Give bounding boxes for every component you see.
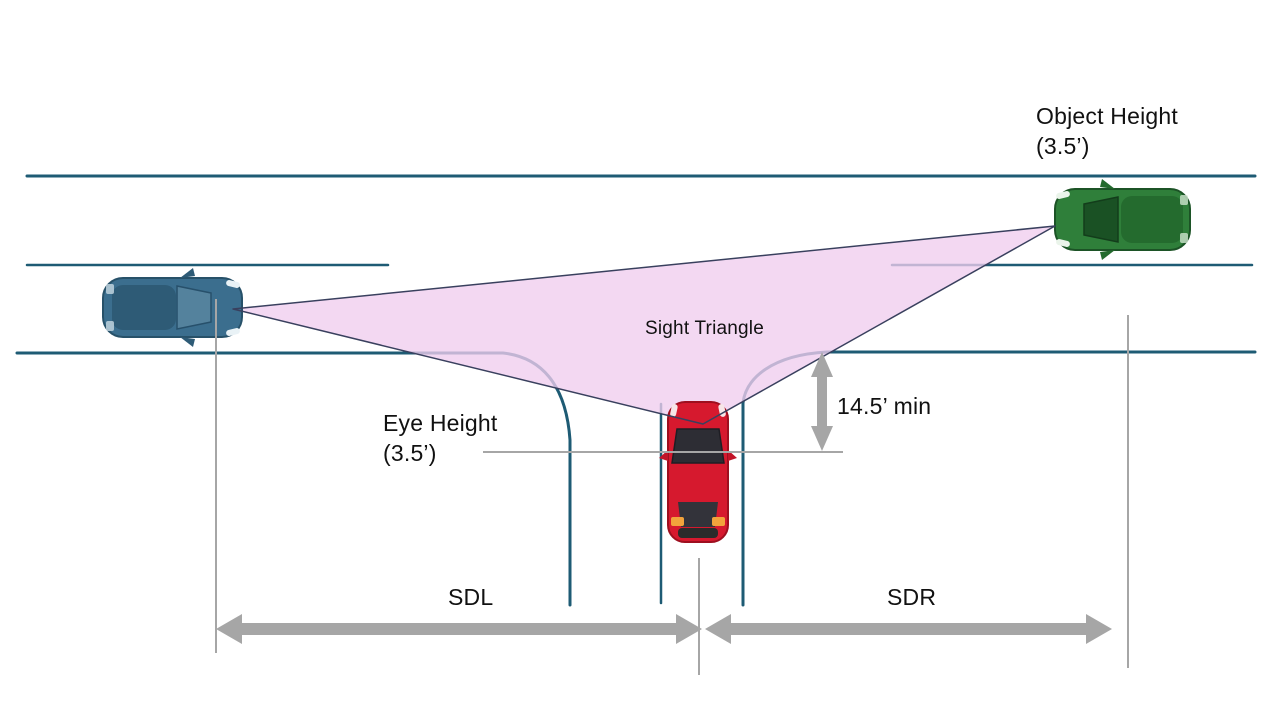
clearance-arrowhead-bottom xyxy=(811,426,833,451)
sdr-arrow-shaft xyxy=(731,623,1086,635)
blue-car-icon xyxy=(102,268,243,347)
green-car-icon xyxy=(1054,179,1191,260)
eye-height-line1: Eye Height xyxy=(383,410,498,436)
blue-car-taillight-bottom xyxy=(106,321,114,331)
red-car-taillight-left xyxy=(671,517,684,526)
blue-car-mirror-top xyxy=(180,268,195,278)
red-car-headlight-left xyxy=(670,404,678,417)
sight-triangle-fill xyxy=(233,226,1055,424)
red-car-rear-bumper xyxy=(678,528,718,538)
green-car-mirror-bottom xyxy=(1100,250,1115,260)
sdr-label: SDR xyxy=(887,584,937,610)
green-car-headlight-bottom xyxy=(1056,239,1070,247)
blue-car-headlight-top xyxy=(226,280,240,288)
eye-height-line2: (3.5’) xyxy=(383,440,437,466)
red-car-icon xyxy=(659,401,737,543)
sdl-label: SDL xyxy=(448,584,494,610)
red-car-rear-window xyxy=(678,502,718,527)
red-car-windshield xyxy=(671,428,725,464)
object-height-line2: (3.5’) xyxy=(1036,133,1090,159)
green-car-taillight-bottom xyxy=(1180,233,1188,243)
green-car-headlight-top xyxy=(1056,191,1070,199)
road-bottom-edge-left-with-curb-return xyxy=(15,351,572,607)
sight-triangle-label: Sight Triangle xyxy=(645,318,764,339)
dimension-arrows xyxy=(216,352,1112,644)
sdl-arrow-shaft xyxy=(240,623,678,635)
green-car-mirror-top xyxy=(1100,179,1115,189)
object-height-line1: Object Height xyxy=(1036,103,1178,129)
blue-car-mirror-bottom xyxy=(180,337,195,347)
sdr-arrowhead-right xyxy=(1086,614,1112,644)
sdl-arrowhead-left xyxy=(216,614,242,644)
green-car-windshield xyxy=(1083,196,1119,243)
clearance-arrowhead-top xyxy=(811,352,833,377)
reference-lines xyxy=(215,299,1129,675)
blue-car-roof xyxy=(112,285,176,330)
green-car-roof xyxy=(1121,196,1183,243)
sdl-arrowhead-right xyxy=(676,614,702,644)
green-car-taillight-top xyxy=(1180,195,1188,205)
blue-car-windshield xyxy=(176,285,212,330)
blue-car-taillight-top xyxy=(106,284,114,294)
eye-height-label: Eye Height (3.5’) xyxy=(383,408,498,468)
clearance-arrow-shaft xyxy=(817,375,827,428)
blue-car-headlight-bottom xyxy=(226,328,240,336)
clearance-dimension-label: 14.5’ min xyxy=(837,393,932,419)
sdr-arrowhead-left xyxy=(705,614,731,644)
red-car-taillight-right xyxy=(712,517,725,526)
sight-triangle-outline xyxy=(232,225,1056,425)
object-height-label: Object Height (3.5’) xyxy=(1036,101,1178,161)
